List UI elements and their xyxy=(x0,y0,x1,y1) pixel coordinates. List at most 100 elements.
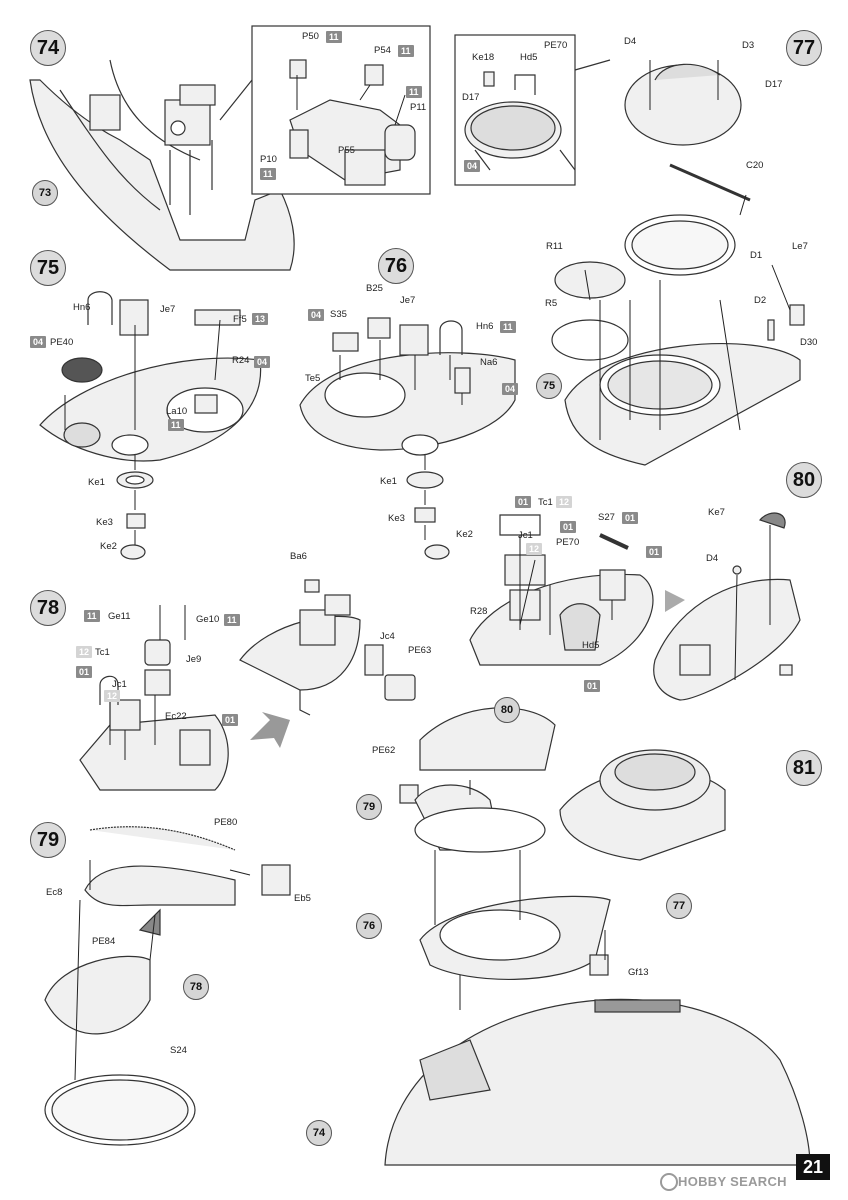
badge-pe40: 04 xyxy=(30,336,47,348)
label-ke3-75: Ke3 xyxy=(96,517,113,528)
label-s35: S35 xyxy=(330,309,347,320)
hobby-search-logo-icon xyxy=(660,1173,678,1191)
label-ke1-75: Ke1 xyxy=(88,477,105,488)
badge-r24: 04 xyxy=(254,356,271,368)
label-pe70-77: PE70 xyxy=(544,40,568,51)
label-d4-80: D4 xyxy=(706,553,719,564)
ref-79: 79 xyxy=(356,794,382,820)
label-ge11: Ge11 xyxy=(108,611,131,622)
label-pe40: PE40 xyxy=(50,337,74,348)
badge-s35: 04 xyxy=(308,309,325,321)
label-ec8: Ec8 xyxy=(46,887,63,898)
badge-jc1-12-78: 12 xyxy=(104,690,121,702)
label-hn6-76: Hn6 xyxy=(476,321,494,332)
label-ke18: Ke18 xyxy=(472,52,495,63)
label-hd5-77: Hd5 xyxy=(520,52,538,63)
badge-tc1-78: 01 xyxy=(76,666,93,678)
badge-04-inset: 04 xyxy=(464,160,481,172)
step-79-marker: 79 xyxy=(30,822,66,858)
badge-jc1-12-80: 12 xyxy=(526,543,543,555)
label-ba6: Ba6 xyxy=(290,551,307,562)
step-74-marker: 74 xyxy=(30,30,66,66)
label-pe70-80: PE70 xyxy=(556,537,580,548)
label-p54: P54 xyxy=(374,45,391,56)
label-na6: Na6 xyxy=(480,357,498,368)
watermark: HOBBY SEARCH xyxy=(678,1174,787,1189)
badge-ge10: 11 xyxy=(224,614,240,626)
label-s27: S27 xyxy=(598,512,615,523)
label-pe84: PE84 xyxy=(92,936,116,947)
label-p11: P11 xyxy=(410,102,427,113)
badge-la10: 11 xyxy=(168,419,184,431)
ref-80: 80 xyxy=(494,697,520,723)
step-77-marker: 77 xyxy=(786,30,822,66)
step-76-marker: 76 xyxy=(378,248,414,284)
badge-p50: 11 xyxy=(326,31,342,43)
label-eb5: Eb5 xyxy=(294,893,311,904)
badge-tc1-12-80: 12 xyxy=(556,496,573,508)
badge-ec22: 01 xyxy=(222,714,239,726)
label-jc1-78: Jc1 xyxy=(112,679,127,690)
label-ke3-76: Ke3 xyxy=(388,513,405,524)
label-jc1-80: Jc1 xyxy=(518,530,533,541)
label-p50: P50 xyxy=(302,31,319,42)
label-jc4: Jc4 xyxy=(380,631,395,642)
step-80-marker: 80 xyxy=(786,462,822,498)
badge-p10: 11 xyxy=(260,168,276,180)
label-ec22: Ec22 xyxy=(165,711,187,722)
label-d4-77: D4 xyxy=(624,36,637,47)
label-r24: R24 xyxy=(232,355,250,366)
label-gf13: Gf13 xyxy=(628,967,649,978)
label-ke2-76: Ke2 xyxy=(456,529,473,540)
label-ff5: Ff5 xyxy=(233,314,247,325)
label-je7-76: Je7 xyxy=(400,295,416,306)
badge-hn6: 11 xyxy=(500,321,516,333)
badge-tc1-12-78: 12 xyxy=(76,646,93,658)
badge-ff5: 13 xyxy=(252,313,269,325)
label-d3: D3 xyxy=(742,40,755,51)
label-r5: R5 xyxy=(545,298,558,309)
badge-hd5: 01 xyxy=(584,680,601,692)
label-s24: S24 xyxy=(170,1045,187,1056)
label-ge10: Ge10 xyxy=(196,614,220,625)
label-r11: R11 xyxy=(546,241,563,252)
label-je7-75: Je7 xyxy=(160,304,176,315)
label-pe80: PE80 xyxy=(214,817,238,828)
label-d30: D30 xyxy=(800,337,818,348)
ref-74: 74 xyxy=(306,1120,332,1146)
step-75-marker: 75 xyxy=(30,250,66,286)
label-d17: D17 xyxy=(765,79,783,90)
armor-plate-79 xyxy=(84,865,236,907)
ref-77: 77 xyxy=(666,893,692,919)
label-hn6-75: Hn6 xyxy=(73,302,91,313)
badge-s27b: 01 xyxy=(646,546,663,558)
label-ke2-75: Ke2 xyxy=(100,541,117,552)
label-je9: Je9 xyxy=(186,654,202,665)
label-ke7: Ke7 xyxy=(708,507,725,518)
label-p10: P10 xyxy=(260,154,277,165)
label-te5: Te5 xyxy=(305,373,321,384)
label-d17-inset: D17 xyxy=(462,92,480,103)
badge-s27: 01 xyxy=(622,512,639,524)
step-81-marker: 81 xyxy=(786,750,822,786)
badge-na6: 04 xyxy=(502,383,519,395)
ref-78: 78 xyxy=(183,974,209,1000)
label-b25: B25 xyxy=(366,283,383,294)
label-r28: R28 xyxy=(470,606,488,617)
ref-75: 75 xyxy=(536,373,562,399)
label-pe63: PE63 xyxy=(408,645,432,656)
label-hd5-80: Hd5 xyxy=(582,640,600,651)
label-le7: Le7 xyxy=(792,241,808,252)
label-pe62: PE62 xyxy=(372,745,396,756)
page-number: 21 xyxy=(796,1154,830,1180)
label-c20: C20 xyxy=(746,160,764,171)
label-d1: D1 xyxy=(750,250,763,261)
badge-p54: 11 xyxy=(398,45,414,57)
label-la10: La10 xyxy=(166,406,188,417)
badge-tc1-80: 01 xyxy=(515,496,532,508)
badge-ge11: 11 xyxy=(84,610,100,622)
ref-73: 73 xyxy=(32,180,58,206)
step-78-marker: 78 xyxy=(30,590,66,626)
badge-p11: 11 xyxy=(406,86,422,98)
